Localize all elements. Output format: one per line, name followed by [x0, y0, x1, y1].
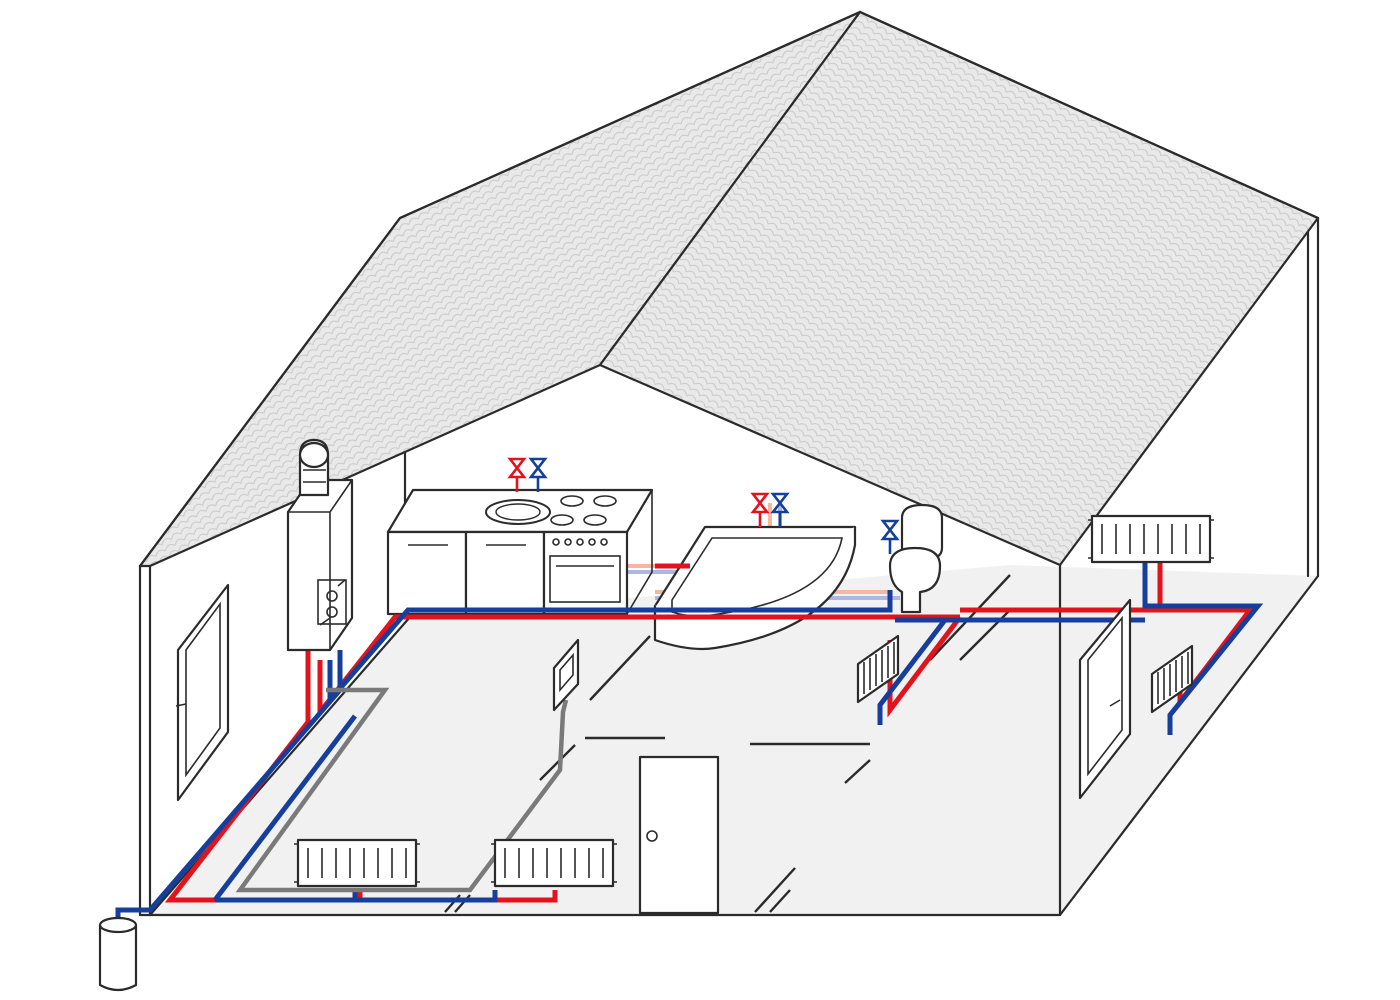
- kitchen-sink: [485, 499, 551, 525]
- floor-front-edge: [148, 574, 1320, 917]
- floor: [150, 565, 1318, 915]
- radiator-front-1: [292, 838, 422, 888]
- radiator-front-2: [489, 838, 619, 888]
- boiler: [286, 478, 354, 652]
- floor-left-edge: [148, 615, 412, 917]
- cold-water-pipes: [115, 562, 1264, 925]
- water-tank: [98, 916, 138, 992]
- heating-pipes: [235, 687, 569, 893]
- flue-pipe: [298, 438, 330, 497]
- radiator-wall: [1086, 514, 1216, 564]
- right-wall: [1306, 216, 1320, 578]
- valve-hot-bath: [751, 492, 769, 529]
- roof-outline: [138, 10, 1320, 568]
- toilet: [888, 503, 944, 614]
- thermostat: [552, 638, 580, 712]
- door: [638, 755, 720, 915]
- left-wall: [138, 564, 152, 917]
- stove: [542, 495, 629, 616]
- valve-cold-sink: [529, 457, 547, 494]
- window-right: [1078, 598, 1132, 800]
- valve-cold-toilet: [881, 519, 899, 556]
- valve-hot-sink: [508, 457, 526, 494]
- window-left: [175, 583, 230, 802]
